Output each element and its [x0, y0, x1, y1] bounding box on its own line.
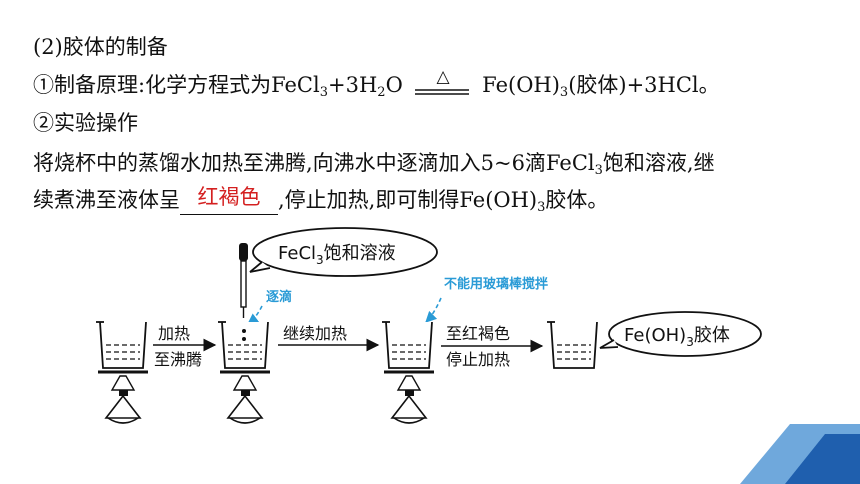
paragraph-line-1: 将烧杯中的蒸馏水加热至沸腾,向沸水中逐滴加入5~6滴FeCl3饱和溶液,继	[33, 149, 715, 177]
principle-mid-1: +3H	[328, 73, 378, 97]
burner-2	[226, 375, 264, 424]
step1-label-bottom: 至沸腾	[154, 350, 202, 369]
product-bubble: Fe(OH)3胶体	[599, 311, 762, 357]
principle-sub-1: 3	[319, 85, 328, 100]
corner-decoration	[740, 424, 860, 484]
section-heading: (2)胶体的制备	[33, 35, 168, 59]
paragraph-text-2b: ,停止加热,即可制得Fe(OH)	[278, 188, 538, 212]
no-stir-note: 不能用玻璃棒搅拌	[444, 276, 548, 292]
product-formula-sub: 3	[686, 335, 694, 349]
principle-suffix: (胶体)+3HCl。	[568, 73, 720, 97]
product-formula: Fe(OH)	[624, 325, 686, 346]
reagent-formula: FeCl	[278, 243, 316, 264]
svg-text:Fe(OH)3胶体: Fe(OH)3胶体	[624, 325, 730, 349]
step3-label-top: 至红褐色	[446, 324, 510, 343]
principle-mid-2: O	[385, 73, 403, 97]
svg-text:FeCl3饱和溶液: FeCl3饱和溶液	[278, 243, 396, 267]
burner-3	[390, 375, 428, 424]
paragraph-text-1a: 将烧杯中的蒸馏水加热至沸腾,向沸水中逐滴加入5~6滴FeCl	[33, 151, 595, 175]
principle-sub-2: 2	[377, 85, 386, 100]
answer-text: 红褐色	[197, 185, 261, 209]
product-name: 胶体	[694, 325, 730, 346]
paragraph-sub-1: 3	[594, 163, 603, 178]
dropper-icon	[239, 243, 248, 318]
operation-heading: ②实验操作	[33, 111, 138, 135]
reagent-bubble: FeCl3饱和溶液	[249, 227, 438, 277]
beaker-4	[547, 321, 598, 369]
paragraph-text-2c: 胶体。	[545, 188, 609, 212]
step3-label-bottom: 停止加热	[446, 350, 510, 369]
reagent-formula-sub: 3	[316, 253, 324, 267]
step1-label-top: 加热	[158, 324, 190, 343]
heating-equals-sign: △	[409, 71, 475, 99]
beaker-1	[96, 321, 148, 374]
no-stir-arrow	[425, 297, 442, 323]
paragraph-text-2a: 续煮沸至液体呈	[33, 188, 180, 212]
principle-mid-3: Fe(OH)	[482, 73, 560, 97]
principle-prefix: ①制备原理:化学方程式为FeCl	[33, 73, 320, 97]
principle-line: ①制备原理:化学方程式为FeCl3+3H2O △ Fe(OH)3(胶体)+3HC…	[33, 71, 720, 99]
beaker-3	[382, 321, 434, 374]
paragraph-text-1b: 饱和溶液,继	[602, 151, 715, 175]
beaker-2	[218, 321, 270, 374]
burner-1	[104, 375, 142, 424]
reagent-name: 饱和溶液	[324, 243, 396, 264]
answer-blank: 红褐色	[180, 185, 278, 215]
paragraph-sub-2: 3	[537, 200, 546, 215]
paragraph-line-2: 续煮沸至液体呈红褐色 ,停止加热,即可制得Fe(OH)3胶体。	[33, 185, 609, 215]
step2-label: 继续加热	[283, 324, 347, 343]
dropwise-arrow	[247, 305, 263, 325]
principle-sub-3: 3	[559, 85, 569, 100]
heat-symbol: △	[437, 71, 451, 87]
dropwise-note: 逐滴	[266, 289, 292, 305]
